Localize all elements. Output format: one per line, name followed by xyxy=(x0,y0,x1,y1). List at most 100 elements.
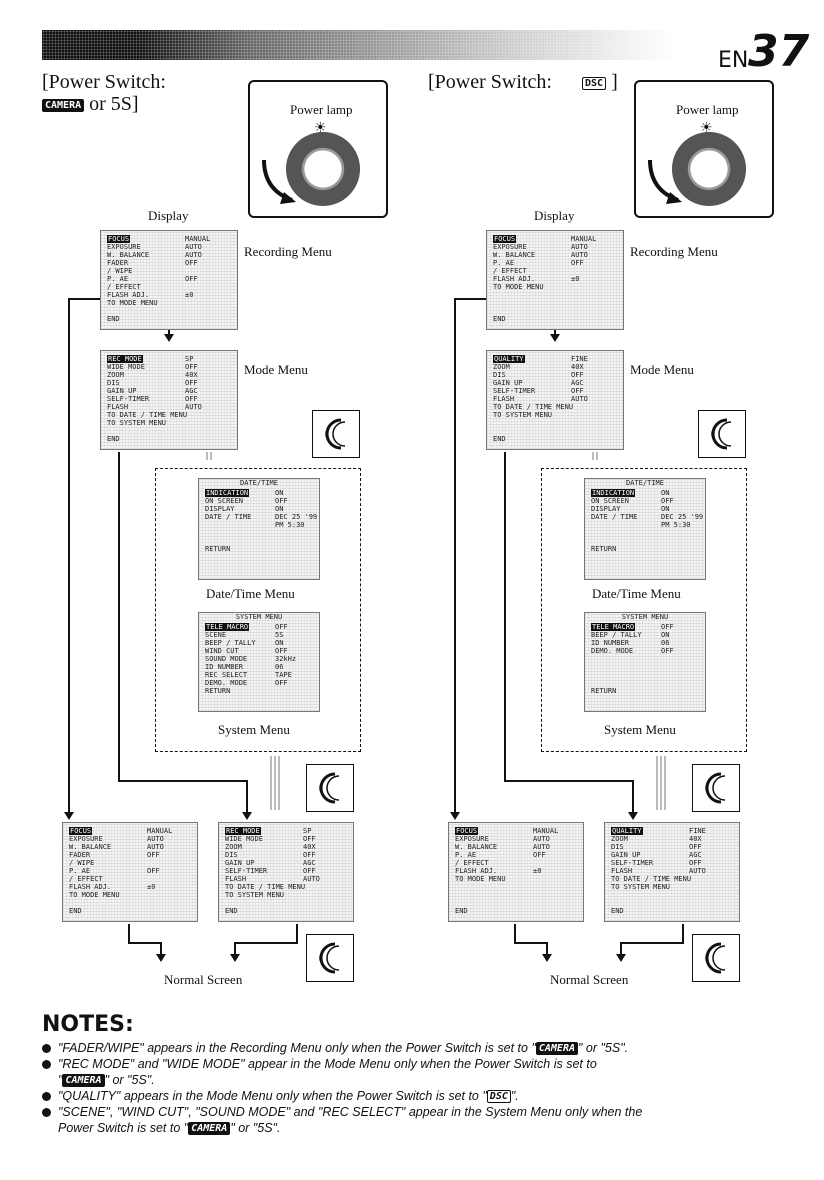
menu-row: TO DATE / TIME MENU xyxy=(225,883,353,891)
menu-item-label: W. BALANCE xyxy=(455,843,498,851)
menu-item-label: EXPOSURE xyxy=(107,243,141,251)
menu-item-label: / EFFECT xyxy=(69,875,103,883)
menu-item-value: MANUAL xyxy=(185,235,211,243)
menu-item-value: ON xyxy=(661,631,670,639)
menu-item-label: WIDE MODE xyxy=(225,835,263,843)
menu-item-label: REC MODE xyxy=(225,827,261,835)
menu-item-value: 40X xyxy=(185,371,198,379)
menu-item-value: AGC xyxy=(689,851,702,859)
menu-item-value: OFF xyxy=(571,387,584,395)
menu-row xyxy=(225,899,353,907)
grey-arrow-icon xyxy=(270,756,280,810)
menu-item-value: AUTO xyxy=(147,835,164,843)
menu-row: FLASH ADJ.±0 xyxy=(69,883,197,891)
menu-row: / WIPE xyxy=(107,267,237,275)
menu-item-value: OFF xyxy=(303,867,316,875)
menu-row: END xyxy=(493,435,623,443)
menu-item-label: END xyxy=(455,907,468,915)
menu-row xyxy=(455,883,583,891)
recording-menu-label: Recording Menu xyxy=(244,244,332,259)
menu-row xyxy=(69,899,197,907)
connector-line xyxy=(632,780,634,814)
menu-item-label: END xyxy=(493,435,506,443)
display-label: Display xyxy=(534,208,575,223)
date-time-menu-title: DATE/TIME xyxy=(240,479,278,487)
menu-item-label: GAIN UP xyxy=(107,387,137,395)
menu-item-label: FLASH ADJ. xyxy=(455,867,498,875)
arrow-down-icon xyxy=(230,954,240,962)
display-label: Display xyxy=(148,208,189,223)
notes-title: NOTES: xyxy=(42,1012,134,1037)
menu-row xyxy=(611,899,739,907)
menu-item-label: DATE / TIME xyxy=(205,513,252,521)
menu-row: TO DATE / TIME MENU xyxy=(107,411,237,419)
menu-row: W. BALANCE AUTO xyxy=(455,843,583,851)
arrow-down-icon xyxy=(242,812,252,820)
menu-row: TO SYSTEM MENU xyxy=(107,419,237,427)
menu-item-value: ON xyxy=(661,489,670,497)
connector-line xyxy=(454,298,486,300)
menu-item-label: W. BALANCE xyxy=(107,251,150,259)
menu-item-label: GAIN UP xyxy=(225,859,255,867)
menu-item-value: AGC xyxy=(185,387,198,395)
date-time-menu-label: Date/Time Menu xyxy=(592,586,681,601)
menu-item-label: TO SYSTEM MENU xyxy=(493,411,553,419)
menu-item-value: 32kHz xyxy=(275,655,297,663)
menu-row xyxy=(493,427,623,435)
section-title-tail: or 5S] xyxy=(89,93,139,115)
menu-item-value: DEC 25 '99 xyxy=(661,513,704,521)
menu-item-label: FADER xyxy=(69,851,91,859)
connector-line xyxy=(682,924,684,944)
menu-item-label: ON SCREEN xyxy=(205,497,243,505)
menu-item-value: OFF xyxy=(275,679,288,687)
menu-item-label: TO MODE MENU xyxy=(107,299,158,307)
power-lamp-label: Power lamp xyxy=(290,102,353,117)
menu-item-label: FLASH xyxy=(107,403,129,411)
menu-row xyxy=(493,307,623,315)
menu-item-value: PM 5:30 xyxy=(275,521,305,529)
power-switch-tag: CAMERA xyxy=(42,98,85,112)
set-dial-icon xyxy=(692,934,740,982)
rotate-arrow-icon xyxy=(258,156,298,210)
menu-item-value: AUTO xyxy=(689,867,706,875)
menu-item-value: ±0 xyxy=(185,291,194,299)
connector-line xyxy=(234,942,298,944)
power-switch-tag: DSC xyxy=(582,76,607,90)
menu-row: END xyxy=(107,315,237,323)
connector-line xyxy=(118,780,248,782)
menu-item-label: GAIN UP xyxy=(493,379,523,387)
menu-item-label: SOUND MODE xyxy=(205,655,248,663)
submenu-region xyxy=(155,468,361,752)
connector-line xyxy=(246,780,248,814)
menu-row: RETURN xyxy=(205,687,319,695)
arrow-down-icon xyxy=(450,812,460,820)
connector-line xyxy=(68,298,100,300)
menu-item-value: AUTO xyxy=(533,843,550,851)
connector-line xyxy=(514,942,548,944)
power-lamp-label: Power lamp xyxy=(676,102,739,117)
menu-item-label: TO MODE MENU xyxy=(455,875,506,883)
